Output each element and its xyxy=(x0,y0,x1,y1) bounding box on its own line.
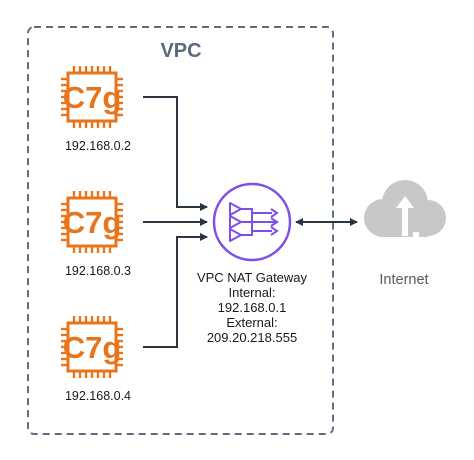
nat-gateway-internal-ip: 192.168.0.1 xyxy=(218,300,287,315)
instance-2: C7g 192.168.0.3 xyxy=(61,191,131,278)
instance-ip-label: 192.168.0.4 xyxy=(65,389,131,403)
internet-label: Internet xyxy=(379,272,428,288)
connectors xyxy=(143,96,358,348)
instance-ip-label: 192.168.0.2 xyxy=(65,139,131,153)
instance-1: C7g 192.168.0.2 xyxy=(61,66,131,153)
instance-type-label: C7g xyxy=(63,80,122,115)
instance-type-label: C7g xyxy=(63,205,122,240)
nat-gateway: VPC NAT Gateway Internal: 192.168.0.1 Ex… xyxy=(197,182,308,345)
instance-ip-label: 192.168.0.3 xyxy=(65,264,131,278)
instances: C7g192.168.0.2C7g192.168.0.3C7g192.168.0… xyxy=(61,66,131,403)
instance-type-label: C7g xyxy=(63,330,122,365)
nat-gateway-external-ip: 209.20.218.555 xyxy=(207,330,297,345)
nat-gateway-internal-label: Internal: xyxy=(229,285,276,300)
ec2-c7g-chip-icon xyxy=(61,66,123,128)
nat-gateway-title: VPC NAT Gateway xyxy=(197,270,308,285)
ec2-c7g-chip-icon xyxy=(61,191,123,253)
internet: Internet xyxy=(364,180,446,288)
vpc-label: VPC xyxy=(160,40,201,62)
nat-gateway-icon xyxy=(212,182,292,262)
instance-3: C7g 192.168.0.4 xyxy=(61,316,131,403)
ec2-c7g-chip-icon xyxy=(61,316,123,378)
connector-instance-1 xyxy=(143,96,208,211)
connector-instance-3 xyxy=(143,233,208,348)
vpc-boundary xyxy=(27,26,334,435)
nat-gateway-external-label: External: xyxy=(226,315,277,330)
cloud-internet-icon xyxy=(364,180,446,250)
